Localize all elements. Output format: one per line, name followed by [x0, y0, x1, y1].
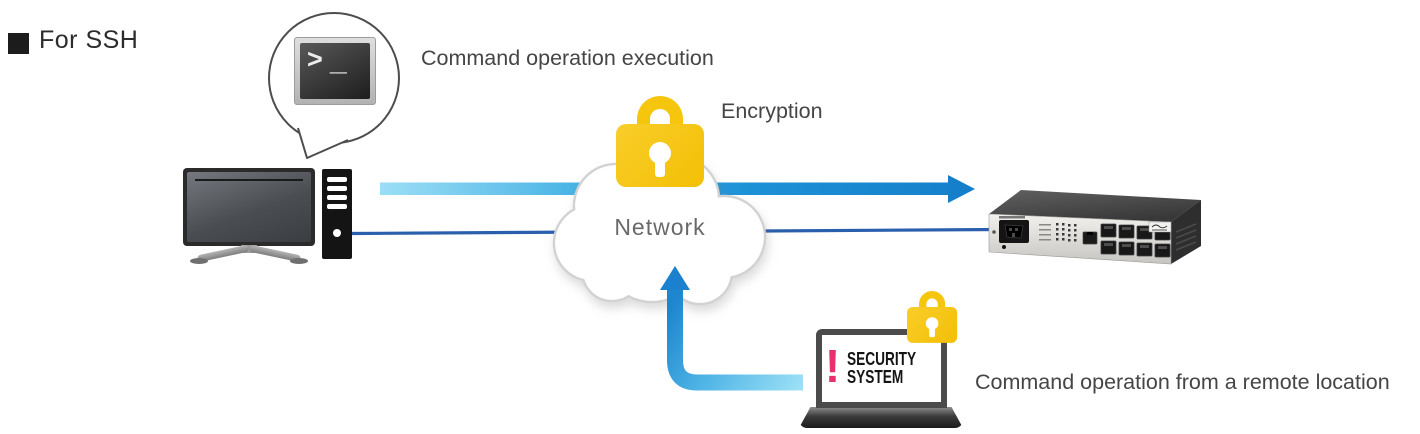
up-arrow-icon: [660, 266, 803, 391]
terminal-icon: > _: [294, 37, 376, 105]
pc-tower: [322, 169, 352, 259]
monitor-bezel-line: [195, 179, 303, 181]
section-title: For SSH: [8, 26, 138, 55]
network-switch-icon: [988, 190, 1201, 265]
tower-vent-slot: [327, 204, 347, 209]
tower-power-button: [333, 229, 341, 237]
monitor: [183, 168, 315, 246]
laptop-base: [799, 407, 963, 428]
terminal-screen: > _: [300, 43, 370, 99]
padlock-keyhole: [649, 142, 671, 164]
system-line: SYSTEM: [847, 366, 904, 387]
padlock-keyhole: [925, 317, 939, 330]
padlock-shackle: [918, 291, 946, 315]
encryption-label: Encryption: [721, 99, 823, 123]
padlock-icon: [907, 291, 958, 343]
padlock-icon: [616, 96, 704, 188]
remote-command-label: Command operation from a remote location: [975, 370, 1390, 394]
tower-vent-slot: [327, 186, 347, 191]
terminal-cursor: _: [330, 44, 347, 77]
padlock-keyhole-stem: [929, 326, 935, 338]
command-execution-label: Command operation execution: [421, 46, 714, 70]
terminal-prompt: >: [307, 44, 323, 74]
tower-vent-slot: [327, 195, 347, 200]
network-label: Network: [614, 214, 706, 240]
section-title-text: For SSH: [39, 26, 139, 54]
security-line: SECURITY: [847, 348, 917, 369]
alert-exclamation: !: [824, 339, 841, 392]
laptop-screen: ! SECURITY SYSTEM: [816, 329, 947, 408]
monitor-foot-right: [290, 258, 308, 264]
tower-vent-slot: [327, 177, 347, 182]
switch-brand-label: [1148, 221, 1172, 233]
monitor-foot-left: [190, 258, 208, 264]
section-bullet-icon: [8, 32, 29, 54]
security-system-text: SECURITY SYSTEM: [847, 348, 938, 387]
padlock-keyhole-stem: [655, 158, 665, 177]
monitor-screen: [187, 172, 311, 242]
